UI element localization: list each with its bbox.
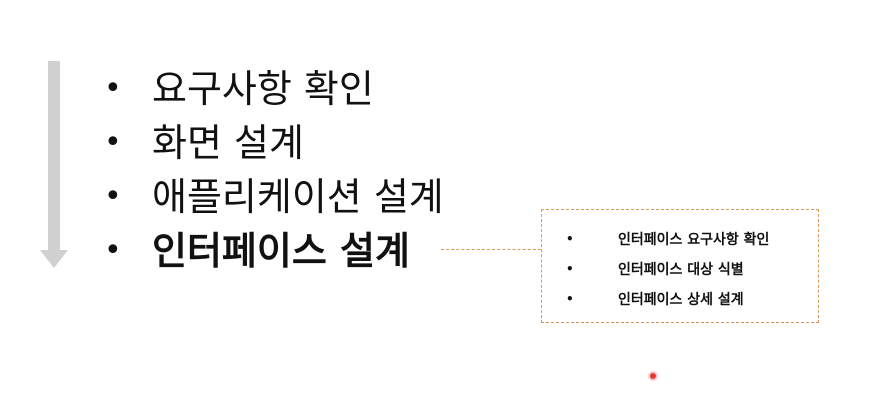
detail-list: • 인터페이스 요구사항 확인 • 인터페이스 대상 식별 • 인터페이스 상세… — [542, 224, 818, 314]
step-label-current: 인터페이스 설계 — [152, 229, 410, 273]
detail-item-label: 인터페이스 상세 설계 — [618, 292, 744, 308]
step-label: 요구사항 확인 — [152, 67, 374, 111]
bullet-icon: • — [566, 262, 574, 276]
detail-item: • 인터페이스 대상 식별 — [542, 254, 818, 284]
bullet-icon: • — [566, 292, 574, 306]
down-arrow-icon — [40, 61, 68, 268]
detail-item-label: 인터페이스 요구사항 확인 — [618, 232, 770, 248]
step-requirements: • 요구사항 확인 — [100, 62, 444, 116]
process-step-list: • 요구사항 확인 • 화면 설계 • 애플리케이션 설계 • 인터페이스 설계 — [100, 62, 444, 278]
dashed-connector — [441, 249, 541, 250]
detail-item-label: 인터페이스 대상 식별 — [618, 262, 744, 278]
bullet-icon: • — [104, 179, 122, 214]
detail-item: • 인터페이스 상세 설계 — [542, 284, 818, 314]
bullet-icon: • — [104, 71, 122, 106]
step-screen-design: • 화면 설계 — [100, 116, 444, 170]
step-application-design: • 애플리케이션 설계 — [100, 170, 444, 224]
bullet-icon: • — [104, 125, 122, 160]
detail-item: • 인터페이스 요구사항 확인 — [542, 224, 818, 254]
interface-detail-box: • 인터페이스 요구사항 확인 • 인터페이스 대상 식별 • 인터페이스 상세… — [541, 209, 819, 323]
bullet-icon: • — [566, 232, 574, 246]
bullet-icon: • — [104, 233, 122, 268]
laser-pointer-dot — [650, 373, 656, 379]
step-label: 애플리케이션 설계 — [152, 175, 444, 219]
step-label: 화면 설계 — [152, 121, 304, 165]
step-interface-design: • 인터페이스 설계 — [100, 224, 444, 278]
